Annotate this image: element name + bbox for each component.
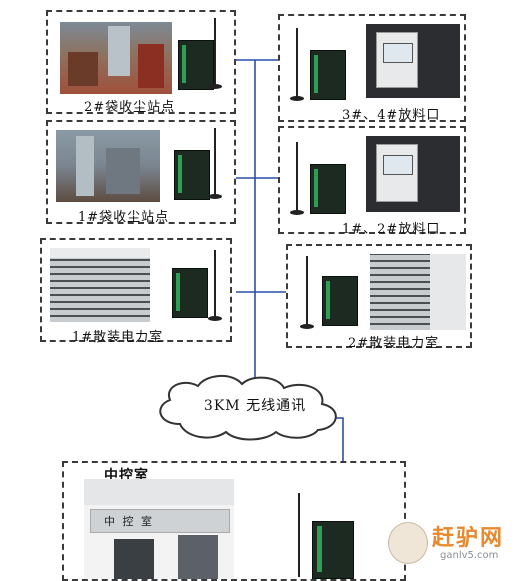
control-room-photo: 中 控 室 bbox=[84, 479, 234, 579]
panel-bag-dust-1: 1#袋收尘站点 bbox=[46, 120, 236, 225]
station-caption: 2#袋收尘站点 bbox=[84, 100, 176, 115]
station-caption: 1#、2#放料口 bbox=[342, 222, 441, 237]
wireless-label: 3KM 无线通讯 bbox=[203, 398, 307, 414]
antenna-base bbox=[208, 316, 222, 321]
station-photo bbox=[370, 254, 466, 330]
antenna-base bbox=[208, 194, 222, 199]
panel-bulk-power-1: 1#散装电力室 bbox=[40, 238, 232, 345]
donkey-logo-icon bbox=[388, 522, 428, 564]
building-sign: 中 控 室 bbox=[104, 515, 154, 528]
station-photo bbox=[366, 24, 460, 98]
antenna-base bbox=[290, 210, 304, 215]
station-photo bbox=[56, 130, 160, 202]
station-photo bbox=[50, 248, 150, 322]
panel-bag-dust-2: 2#袋收尘站点 bbox=[46, 10, 236, 115]
antenna-icon bbox=[298, 493, 300, 577]
wireless-cloud bbox=[159, 375, 337, 441]
antenna-base bbox=[290, 96, 304, 101]
antenna-base bbox=[208, 84, 222, 89]
panel-discharge-34: 3#、4#放料口 bbox=[278, 14, 466, 123]
panel-bulk-power-2: 2#散装电力室 bbox=[286, 244, 472, 351]
antenna-icon bbox=[296, 142, 298, 212]
terminal-device bbox=[172, 268, 208, 318]
antenna-base bbox=[300, 324, 314, 329]
antenna-icon bbox=[214, 128, 216, 196]
antenna-icon bbox=[306, 256, 308, 326]
terminal-device bbox=[312, 521, 354, 579]
terminal-device bbox=[310, 50, 346, 100]
station-photo bbox=[366, 136, 460, 212]
station-caption: 3#、4#放料口 bbox=[342, 108, 441, 123]
station-caption: 1#散装电力室 bbox=[72, 330, 164, 345]
antenna-icon bbox=[296, 28, 298, 98]
terminal-device bbox=[174, 150, 210, 200]
watermark-url: ganlv5.com bbox=[440, 550, 499, 561]
station-caption: 1#袋收尘站点 bbox=[78, 210, 170, 225]
watermark: 赶驴网 ganlv5.com bbox=[388, 516, 528, 570]
watermark-brand: 赶驴网 bbox=[432, 526, 505, 551]
terminal-device bbox=[322, 276, 358, 326]
panel-control-room: 中控室 中 控 室 bbox=[62, 461, 406, 581]
station-photo bbox=[60, 22, 172, 94]
terminal-device bbox=[310, 164, 346, 214]
antenna-icon bbox=[214, 250, 216, 318]
panel-discharge-12: 1#、2#放料口 bbox=[278, 126, 466, 237]
station-caption: 2#散装电力室 bbox=[348, 336, 440, 351]
terminal-device bbox=[178, 40, 214, 90]
antenna-icon bbox=[214, 18, 216, 86]
